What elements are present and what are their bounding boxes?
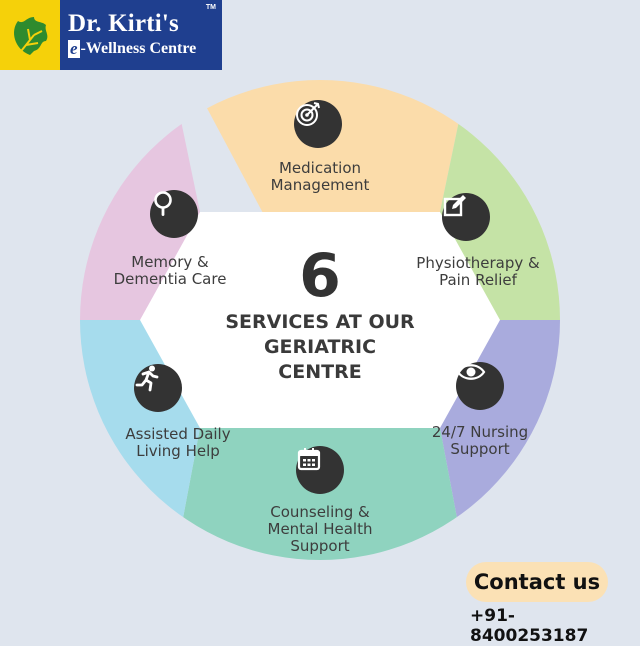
eye-icon <box>456 362 504 410</box>
service-label-memory: Memory & Dementia Care <box>113 253 227 288</box>
calendar-icon <box>296 446 344 494</box>
leaf-icon <box>0 0 60 70</box>
service-label-counseling: Counseling & Mental Health Support <box>267 503 373 555</box>
magnifier-icon <box>150 190 198 238</box>
service-label-medication: Medication Management <box>270 159 370 194</box>
services-count: 6 <box>299 241 341 311</box>
service-label-nursing: 24/7 Nursing Support <box>431 423 529 458</box>
logo-subtitle: e -Wellness Centre <box>68 38 222 60</box>
segment-nursing <box>320 320 560 560</box>
edit-icon <box>442 193 490 241</box>
target-icon <box>294 100 342 148</box>
logo-subtitle-text: -Wellness Centre <box>80 40 197 57</box>
center-title: SERVICES AT OUR GERIATRIC CENTRE <box>225 311 415 383</box>
segment-physiotherapy <box>320 80 560 320</box>
logo-title: Dr. Kirti's <box>68 10 179 37</box>
trademark-mark: TM <box>205 4 216 11</box>
contact-us-button[interactable]: Contact us <box>466 562 608 602</box>
segment-assisted-living <box>80 320 320 560</box>
service-label-physiotherapy: Physiotherapy & Pain Relief <box>416 254 540 289</box>
brand-logo: Dr. Kirti's e -Wellness Centre TM <box>0 0 222 70</box>
logo-wordmark: Dr. Kirti's e -Wellness Centre TM <box>60 0 222 70</box>
phone-number[interactable]: +91-8400253187 <box>470 606 589 646</box>
services-wheel: 6 SERVICES AT OUR GERIATRIC CENTRE Medic… <box>80 80 560 560</box>
segment-memory <box>80 80 320 320</box>
running-person-icon <box>134 364 182 412</box>
service-label-assisted-living: Assisted Daily Living Help <box>125 425 231 460</box>
center-hexagon <box>140 212 500 428</box>
logo-e-letter: e <box>68 39 80 58</box>
